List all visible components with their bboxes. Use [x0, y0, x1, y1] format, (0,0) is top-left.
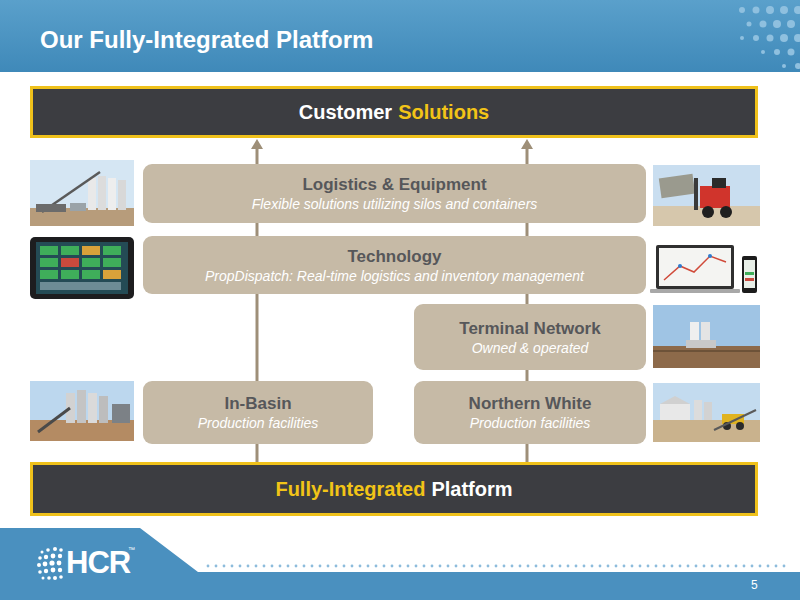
band-text: Solutions	[398, 101, 489, 124]
photo-silos-conveyor	[30, 160, 134, 226]
box-heading: In-Basin	[224, 393, 291, 414]
layer-box: TechnologyPropDispatch: Real-time logist…	[143, 236, 646, 294]
photo-in-basin-plant	[30, 381, 134, 441]
connector-arrow	[257, 223, 258, 236]
band-text: Customer	[299, 101, 392, 124]
band-text: Platform	[431, 478, 512, 501]
connector-arrow	[251, 139, 263, 164]
photo-northern-white-plant	[653, 383, 760, 442]
connector-arrow	[527, 370, 528, 381]
header-dots	[739, 6, 800, 69]
platform-band: Customer Solutions	[30, 86, 758, 138]
connector-arrow	[257, 444, 258, 462]
photo-laptop-phone	[650, 245, 757, 293]
photo-tablet	[30, 237, 134, 299]
box-subtitle: PropDispatch: Real-time logistics and in…	[205, 267, 584, 285]
box-subtitle: Production facilities	[198, 414, 319, 432]
slide-title: Our Fully-Integrated Platform	[40, 26, 373, 54]
logo-mark	[37, 547, 63, 580]
layer-box: In-BasinProduction facilities	[143, 381, 373, 444]
connector-arrow	[257, 294, 258, 381]
page-number: 5	[751, 578, 758, 592]
box-heading: Technology	[347, 246, 441, 267]
box-heading: Northern White	[469, 393, 592, 414]
connector-arrow	[521, 139, 533, 164]
layer-box: Terminal NetworkOwned & operated	[414, 304, 646, 370]
photo-forklift	[653, 165, 760, 226]
connector-arrow	[527, 444, 528, 462]
layer-box: Northern WhiteProduction facilities	[414, 381, 646, 444]
box-subtitle: Flexible solutions utilizing silos and c…	[252, 195, 538, 213]
layer-box: Logistics & EquipmentFlexible solutions …	[143, 164, 646, 223]
box-subtitle: Owned & operated	[472, 339, 589, 357]
footer-dotted-rule	[207, 565, 786, 568]
platform-band: Fully-Integrated Platform	[30, 462, 758, 516]
connector-arrow	[527, 223, 528, 236]
trademark-sign: ™	[128, 546, 135, 553]
box-heading: Terminal Network	[459, 318, 600, 339]
logo-text: HCR	[66, 545, 130, 581]
footer-band	[0, 528, 800, 600]
box-heading: Logistics & Equipment	[302, 174, 486, 195]
band-text: Fully-Integrated	[275, 478, 425, 501]
box-subtitle: Production facilities	[470, 414, 591, 432]
connector-arrow	[527, 294, 528, 304]
photo-terminal-silos	[653, 305, 760, 368]
